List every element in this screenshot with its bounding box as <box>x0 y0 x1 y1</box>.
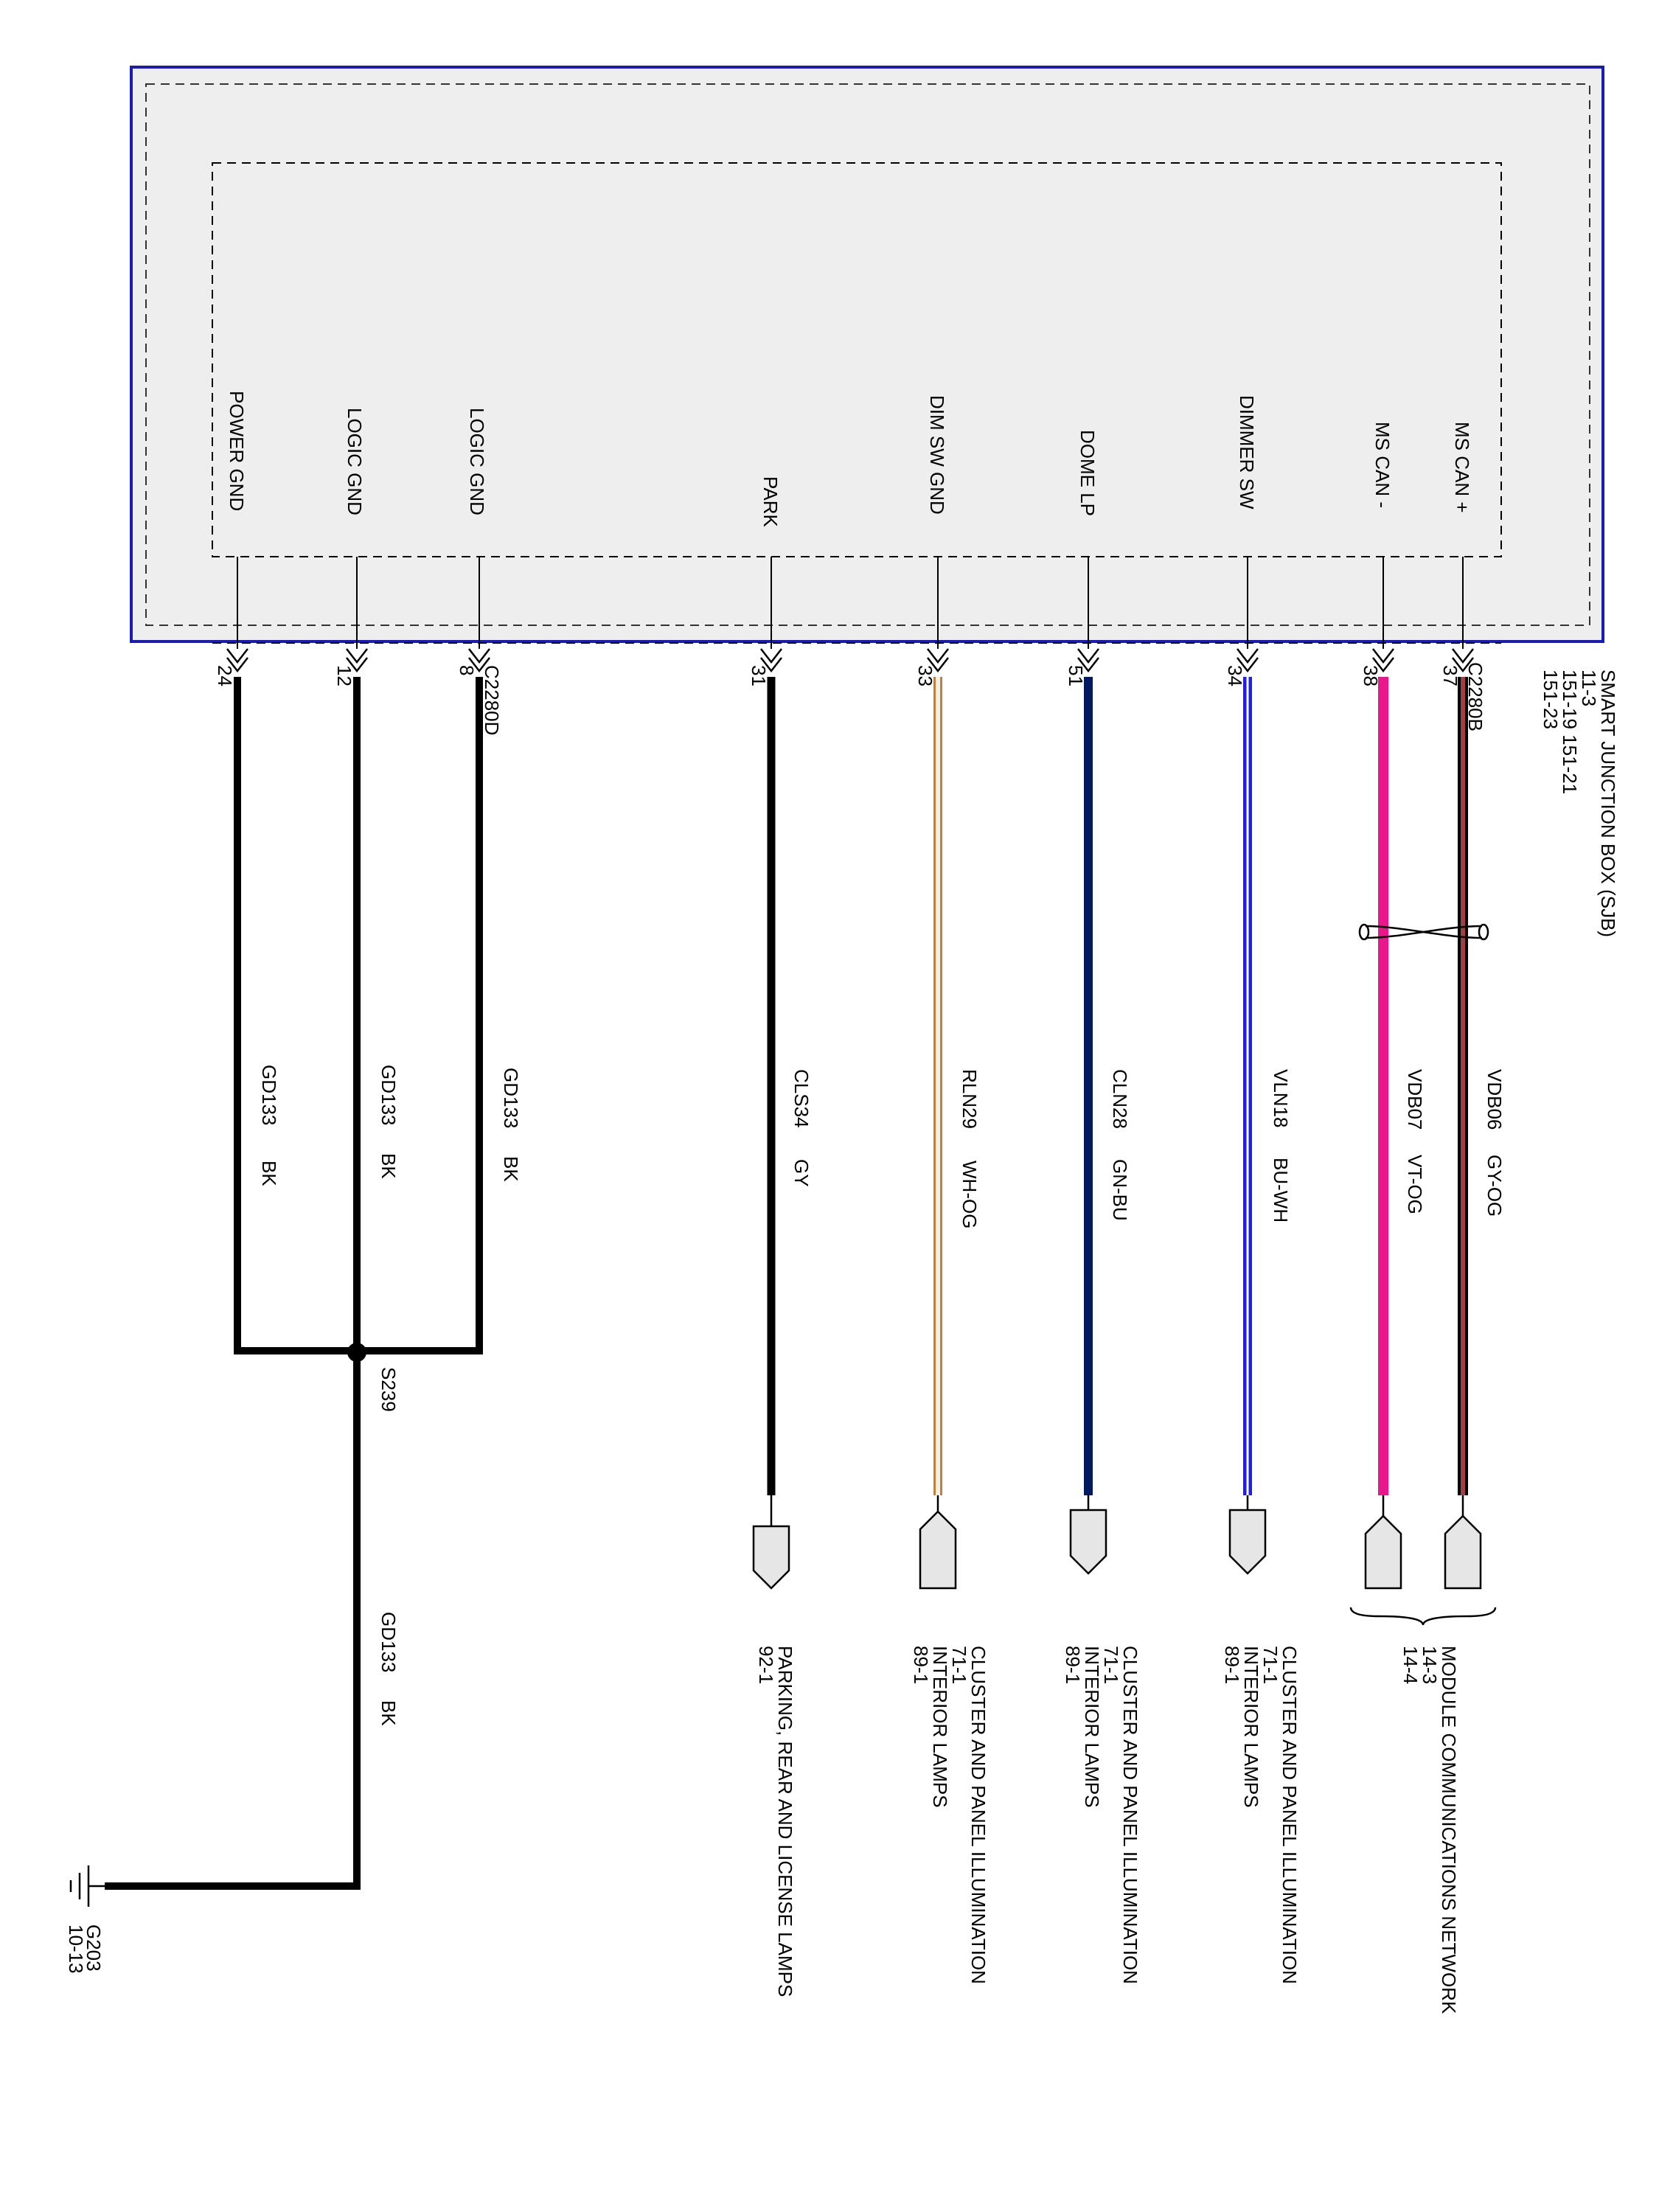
pin-label: DIM SW GND <box>926 395 948 515</box>
can-brace <box>1349 1607 1497 1626</box>
signal-wires <box>767 677 1468 1495</box>
circuit-labels: GD133 BK GD133 BK GD133 BK CLS34 GY RLN2… <box>258 1065 1506 1228</box>
pin-number: 24 <box>214 665 236 686</box>
module-ref: 151-23 <box>1540 669 1562 729</box>
destination-ref: INTERIOR LAMPS <box>929 1646 951 1808</box>
destination-title: CLUSTER AND PANEL ILLUMINATION <box>967 1646 990 1984</box>
circuit-color: BK <box>378 1700 400 1726</box>
circuit-color: WH-OG <box>959 1161 981 1228</box>
circuit-color: BK <box>258 1161 280 1186</box>
pin-number: 12 <box>333 665 355 686</box>
connector-shape <box>1364 1514 1402 1590</box>
circuit-id: GD133 <box>258 1065 280 1125</box>
connector-name-left: C2280D <box>481 665 503 735</box>
module-title: SMART JUNCTION BOX (SJB) 11-3 151-19 151… <box>1540 669 1619 937</box>
ground-wires <box>105 677 483 1890</box>
connector-shape <box>919 1510 957 1590</box>
pin-number: 31 <box>748 665 770 686</box>
connector-shape <box>1069 1509 1107 1575</box>
circuit-id: VDB06 <box>1484 1069 1506 1130</box>
circuit-id: RLN29 <box>959 1069 981 1129</box>
circuit-id: GD133 <box>378 1065 400 1125</box>
circuit-color: VT-OG <box>1404 1155 1426 1214</box>
pin-label: MS CAN + <box>1451 422 1473 513</box>
circuit-color: GY-OG <box>1484 1155 1506 1217</box>
destination-ref: 14-4 <box>1399 1646 1422 1684</box>
module-outer-border <box>130 66 1604 643</box>
internal-stubs <box>237 557 1464 649</box>
pin-number: 34 <box>1224 665 1246 686</box>
destination-ref: 89-1 <box>910 1646 932 1684</box>
pin-numbers: 24 12 8 31 33 51 34 38 37 <box>214 665 1461 686</box>
pin-label: POWER GND <box>226 391 248 511</box>
destination-ref: 14-3 <box>1419 1646 1441 1684</box>
pin-number: 8 <box>456 665 478 675</box>
connector-shape <box>1444 1514 1482 1590</box>
module-dashed-border <box>145 83 1590 626</box>
pin-label: DOME LP <box>1077 430 1099 516</box>
destination-ref: INTERIOR LAMPS <box>1240 1646 1262 1808</box>
inline-connectors <box>752 1495 1482 1590</box>
pin-label: DIMMER SW <box>1236 395 1258 509</box>
pin-label: LOGIC GND <box>344 408 366 515</box>
twisted-pair-marker <box>1358 923 1489 941</box>
destination-title: CLUSTER AND PANEL ILLUMINATION <box>1279 1646 1301 1984</box>
connector-terminals <box>226 648 1474 673</box>
ground-symbol <box>69 1865 105 1907</box>
pin-labels: POWER GND LOGIC GND LOGIC GND PARK DIM S… <box>226 391 1473 528</box>
destination-title: CLUSTER AND PANEL ILLUMINATION <box>1119 1646 1141 1984</box>
pin-label: PARK <box>759 476 782 528</box>
circuit-id: GD133 <box>500 1068 522 1128</box>
splice-name: S239 <box>378 1367 400 1412</box>
destination-ref: 71-1 <box>1259 1646 1281 1684</box>
splice-dot <box>347 1343 366 1362</box>
circuit-id: CLN28 <box>1109 1069 1131 1129</box>
module-ref: 11-3 <box>1578 669 1600 706</box>
circuit-id: VLN18 <box>1270 1069 1292 1128</box>
circuit-color: BU-WH <box>1270 1158 1292 1222</box>
destination-ref: 89-1 <box>1221 1646 1243 1684</box>
pin-number: 51 <box>1065 665 1087 686</box>
destination-title: PARKING, REAR AND LICENSE LAMPS <box>774 1646 796 1997</box>
smart-junction-box <box>130 66 1604 644</box>
circuit-color: BK <box>500 1156 522 1182</box>
destination-labels: PARKING, REAR AND LICENSE LAMPS 92-1 CLU… <box>755 1646 1460 2014</box>
destination-title: MODULE COMMUNICATIONS NETWORK <box>1438 1646 1460 2014</box>
circuit-color: GN-BU <box>1109 1159 1131 1221</box>
destination-ref: INTERIOR LAMPS <box>1081 1646 1103 1808</box>
destination-ref: 71-1 <box>948 1646 970 1684</box>
module-name: SMART JUNCTION BOX (SJB) <box>1597 669 1619 937</box>
module-ref: 151-19 151-21 <box>1559 669 1581 794</box>
pin-label: MS CAN - <box>1371 422 1394 508</box>
circuit-id: VDB07 <box>1404 1069 1426 1130</box>
ground-ref: 10-13 <box>65 1924 87 1974</box>
ground-name: G203 <box>83 1924 105 1972</box>
pin-label: LOGIC GND <box>466 408 488 515</box>
connector-shape <box>1228 1509 1267 1575</box>
connector-shape <box>752 1525 790 1590</box>
destination-ref: 71-1 <box>1100 1646 1122 1684</box>
destination-ref: 89-1 <box>1062 1646 1084 1684</box>
circuit-id: GD133 <box>378 1612 400 1672</box>
pin-number: 33 <box>914 665 936 686</box>
circuit-color: GY <box>790 1159 813 1187</box>
destination-ref: 92-1 <box>755 1646 777 1684</box>
circuit-id: CLS34 <box>790 1069 813 1128</box>
circuit-color: BK <box>378 1153 400 1179</box>
